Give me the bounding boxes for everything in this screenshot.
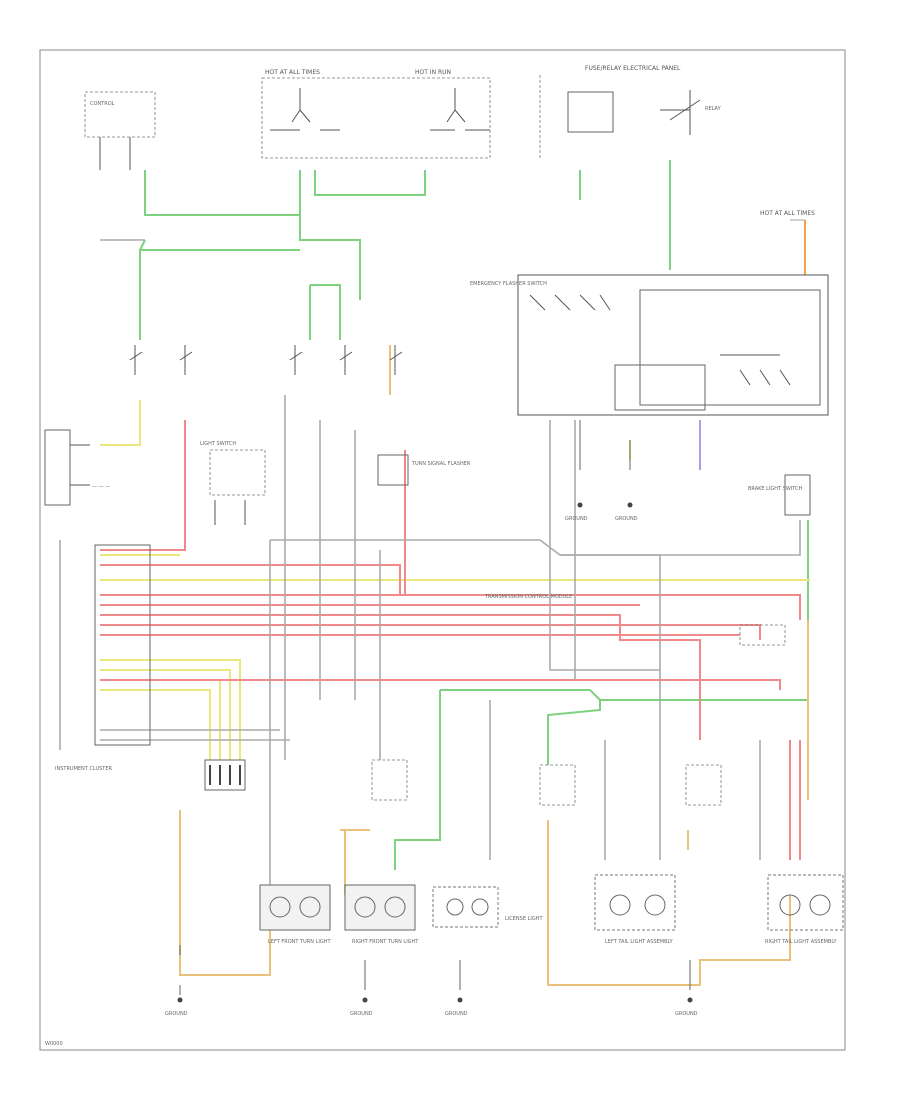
ground-label-4: GROUND bbox=[675, 1011, 698, 1017]
yellow-wires bbox=[100, 400, 810, 760]
turn-signal-flasher-box bbox=[377, 454, 409, 486]
hot-at-all-times-right-label: HOT AT ALL TIMES bbox=[760, 210, 815, 217]
ref-code: W0000 bbox=[45, 1041, 63, 1047]
emergency-flasher-label: EMERGENCY FLASHER SWITCH bbox=[470, 281, 547, 287]
right-rear-lamp: RIGHT TAIL LIGHT ASSEMBLY bbox=[765, 874, 844, 945]
left-switch-box bbox=[44, 429, 71, 506]
left-front-park-box bbox=[371, 759, 408, 801]
light-switch-box bbox=[209, 449, 266, 496]
emergency-flasher-box bbox=[517, 274, 829, 416]
right-front-park-box bbox=[539, 764, 576, 806]
svg-text:LEFT FRONT TURN LIGHT: LEFT FRONT TURN LIGHT bbox=[268, 939, 331, 945]
flasher-inner-box bbox=[639, 289, 821, 406]
right-front-lamp: RIGHT FRONT TURN LIGHT bbox=[344, 884, 419, 945]
svg-text:RELAY: RELAY bbox=[705, 106, 722, 112]
ground-points bbox=[177, 502, 693, 1003]
fuse-row bbox=[129, 345, 403, 375]
hot-at-all-times-top-label: HOT AT ALL TIMES bbox=[265, 69, 320, 76]
gray-wires bbox=[59, 239, 801, 910]
transmission-control-label: TRANSMISSION CONTROL MODULE bbox=[484, 594, 572, 600]
ground-label-5: GROUND bbox=[565, 516, 588, 522]
ground-label-3: GROUND bbox=[445, 1011, 468, 1017]
svg-text:LEFT TAIL LIGHT ASSEMBLY: LEFT TAIL LIGHT ASSEMBLY bbox=[605, 939, 674, 945]
svg-text:CONTROL: CONTROL bbox=[90, 101, 115, 107]
instrument-cluster-label: INSTRUMENT CLUSTER bbox=[55, 766, 113, 772]
connector-ticks bbox=[179, 420, 691, 995]
svg-text:— — —: — — — bbox=[92, 484, 110, 490]
relay-box-top bbox=[567, 91, 614, 133]
hot-in-run-label: HOT IN RUN bbox=[415, 69, 451, 76]
light-switch-label: LIGHT SWITCH bbox=[200, 441, 236, 447]
green-wires bbox=[139, 160, 809, 870]
left-rear-lamp: LEFT TAIL LIGHT ASSEMBLY bbox=[594, 874, 676, 945]
red-wires bbox=[100, 420, 801, 860]
left-front-lamp: LEFT FRONT TURN LIGHT bbox=[259, 884, 331, 945]
svg-text:LICENSE LIGHT: LICENSE LIGHT bbox=[505, 916, 543, 922]
ground-label-1: GROUND bbox=[165, 1011, 188, 1017]
svg-text:RIGHT FRONT TURN LIGHT: RIGHT FRONT TURN LIGHT bbox=[352, 939, 419, 945]
right-module-box bbox=[784, 474, 811, 516]
svg-text:RIGHT TAIL LIGHT ASSEMBLY: RIGHT TAIL LIGHT ASSEMBLY bbox=[765, 939, 837, 945]
left-front-turn-box bbox=[685, 764, 722, 806]
license-light: LICENSE LIGHT bbox=[432, 886, 543, 928]
tan-wires bbox=[179, 345, 809, 986]
brake-switch-label: BRAKE LIGHT SWITCH bbox=[748, 486, 803, 492]
fuse-relay-panel-label: FUSE/RELAY ELECTRICAL PANEL bbox=[585, 65, 681, 72]
ground-label-2: GROUND bbox=[350, 1011, 373, 1017]
turn-signal-flasher-label: TURN SIGNAL FLASHER bbox=[411, 461, 471, 467]
right-dashed-connector bbox=[739, 624, 786, 646]
turn-relay-box bbox=[614, 364, 706, 411]
instrument-cluster-box bbox=[94, 544, 151, 746]
ground-label-6: GROUND bbox=[615, 516, 638, 522]
bulb-connector bbox=[204, 759, 246, 791]
diagram-border bbox=[39, 49, 846, 1051]
ignition-switch-box bbox=[261, 77, 491, 159]
instrument-cluster-top-box bbox=[84, 91, 156, 138]
